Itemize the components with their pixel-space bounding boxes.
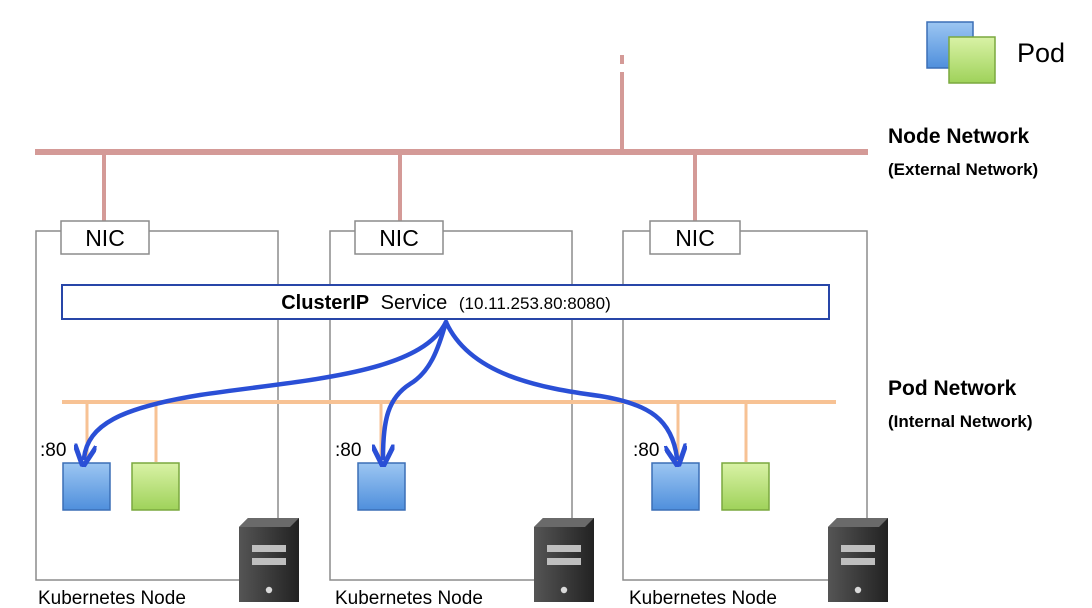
route-arrow-node-2 (383, 319, 449, 458)
legend-pod-green-icon (948, 36, 996, 84)
service-word: Service (381, 292, 448, 314)
kubernetes-node-1: NIC Kubernetes Node :80 (35, 220, 279, 608)
service-box (61, 284, 830, 320)
port-label: :80 (335, 440, 361, 461)
kubernetes-node-2: NIC Kubernetes Node :80 (329, 220, 573, 608)
pod-blue-icon (62, 462, 111, 511)
pod-network-subtitle: (Internal Network) (888, 412, 1033, 431)
pods (62, 462, 770, 511)
node-network: Node Network (External Network) (35, 55, 1038, 222)
route-arrow-node-3 (443, 319, 677, 458)
node-label: Kubernetes Node (335, 588, 483, 608)
nic-label: NIC (379, 225, 419, 251)
legend-label: Pod (1017, 38, 1065, 68)
service-name: ClusterIP (281, 292, 369, 314)
pod-green-icon (721, 462, 770, 511)
nic-box (354, 220, 444, 255)
clusterip-service: ClusterIP Service (10.11.253.80:8080) (61, 284, 830, 320)
nic-label: NIC (85, 225, 125, 251)
node-network-subtitle: (External Network) (888, 160, 1038, 179)
nic-label: NIC (675, 225, 715, 251)
pod-blue-icon (357, 462, 406, 511)
pod-network-title: Pod Network (888, 377, 1017, 400)
nic-box (60, 220, 150, 255)
port-label: :80 (633, 440, 659, 461)
server-icon (534, 518, 594, 602)
node-network-title: Node Network (888, 125, 1030, 148)
pod-network: Pod Network (Internal Network) (62, 377, 1033, 462)
legend: Pod (926, 21, 1065, 84)
node-label: Kubernetes Node (629, 588, 777, 608)
server-icon (828, 518, 888, 602)
nic-box (649, 220, 741, 255)
pod-blue-icon (651, 462, 700, 511)
server-icon (239, 518, 299, 602)
pod-green-icon (131, 462, 180, 511)
port-label: :80 (40, 440, 66, 461)
kubernetes-node-3: NIC Kubernetes Node :80 (622, 220, 868, 608)
node-box (329, 230, 573, 581)
node-box (35, 230, 279, 581)
service-label: ClusterIP Service (10.11.253.80:8080) (281, 292, 611, 314)
node-box (622, 230, 868, 581)
service-routing-arrows (84, 319, 677, 458)
service-address: (10.11.253.80:8080) (459, 294, 611, 313)
route-arrow-node-1 (84, 319, 449, 458)
node-label: Kubernetes Node (38, 588, 186, 608)
